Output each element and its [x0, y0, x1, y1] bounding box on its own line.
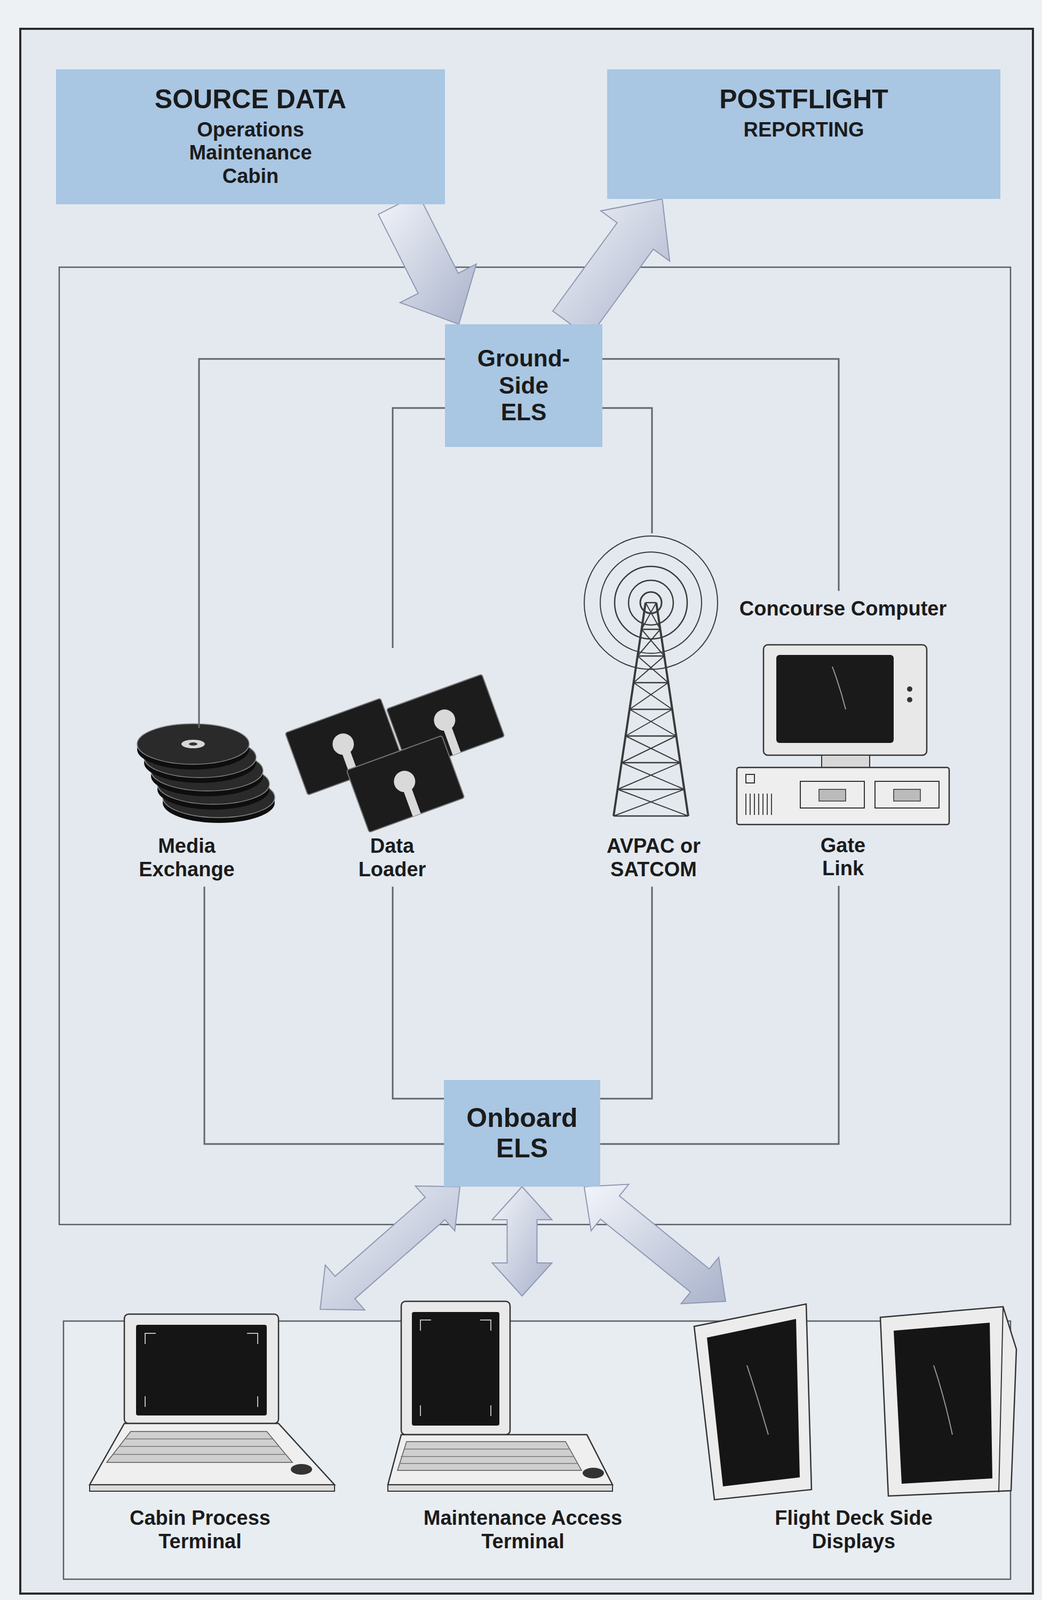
- node-label: Onboard ELS: [466, 1103, 578, 1165]
- floppy-disk-icon: [285, 674, 505, 833]
- flight-display-icon-part: [746, 1365, 769, 1436]
- terminal-node: Cabin Process Terminal: [80, 1309, 321, 1559]
- node-label: Concourse Computer: [714, 597, 972, 622]
- node-label: SOURCE DATA: [154, 84, 347, 116]
- node-label: POSTFLIGHT: [719, 84, 889, 116]
- source-box: SOURCE DATAOperations Maintenance Cabin: [56, 69, 445, 205]
- maintenance-terminal-icon-part: [582, 1468, 604, 1479]
- maintenance-terminal-icon: [387, 1301, 613, 1492]
- terminal-node: Maintenance Access Terminal: [384, 1296, 662, 1559]
- flight-display-icon: [694, 1304, 1017, 1501]
- disc-stack-icon: [137, 724, 275, 824]
- node-label: REPORTING: [743, 118, 865, 142]
- desktop-computer-icon-part: [893, 789, 921, 802]
- block-arrow: [584, 1184, 726, 1305]
- flight-display-icon-part: [893, 1323, 993, 1485]
- disc-stack-icon-part: [181, 740, 205, 749]
- radio-tower-icon-part: [613, 602, 689, 817]
- disc-stack-icon-part: [188, 742, 198, 746]
- connector-line: [600, 886, 839, 1145]
- desktop-computer-icon-part: [832, 666, 846, 710]
- desktop-computer-icon-part: [821, 755, 870, 768]
- node-label: Operations Maintenance Cabin: [188, 118, 312, 189]
- gate-node: Concourse ComputerGate Link: [714, 591, 972, 887]
- maintenance-terminal-icon-part: [387, 1485, 613, 1492]
- maintenance-terminal-icon-part: [411, 1312, 500, 1427]
- flight-display-icon-part: [880, 1307, 1017, 1497]
- maintenance-terminal-icon-part: [399, 1449, 578, 1465]
- laptop-icon-part: [145, 1333, 258, 1408]
- connector-line: [204, 886, 444, 1145]
- node-label: Cabin Process Terminal: [120, 1507, 281, 1554]
- block-arrow: [320, 1186, 460, 1311]
- floppy-disk-icon-part-part: [400, 780, 421, 817]
- desktop-computer-icon-part: [763, 645, 927, 756]
- page-frame-part: [20, 28, 1033, 1595]
- laptop-icon-part: [106, 1432, 293, 1463]
- connector-line: [199, 359, 445, 729]
- connector-line: [392, 408, 445, 649]
- laptop-icon: [89, 1314, 335, 1492]
- laptop-icon-part: [89, 1485, 335, 1492]
- loader-node: Data Loader: [290, 648, 494, 887]
- floppy-disk-icon-part: [346, 735, 465, 833]
- desktop-computer-icon-part: [800, 781, 865, 809]
- disc-stack-icon-part: [137, 724, 250, 765]
- desktop-computer-icon-part: [907, 686, 913, 692]
- maintenance-terminal-icon-part: [420, 1320, 491, 1417]
- laptop-icon-part: [113, 1439, 286, 1455]
- node-label: Data Loader: [358, 834, 427, 882]
- radio-tower-icon-part: [613, 602, 689, 817]
- block-arrow: [378, 194, 477, 325]
- floppy-disk-icon-part-part: [346, 735, 465, 833]
- report-box: POSTFLIGHTREPORTING: [607, 69, 1001, 200]
- flight-display-icon-part: [706, 1319, 800, 1487]
- block-arrow: [552, 199, 670, 338]
- flight-display-icon-part: [998, 1307, 1004, 1493]
- process-box: Onboard ELS: [443, 1080, 601, 1188]
- connector-line: [602, 408, 652, 534]
- terminal-frame: [63, 1321, 1011, 1580]
- maintenance-terminal-icon-part: [397, 1442, 582, 1471]
- node-label: AVPAC or SATCOM: [592, 834, 715, 882]
- desktop-computer-icon-part: [745, 774, 755, 784]
- maintenance-terminal-icon-part: [387, 1435, 613, 1486]
- node-label: Ground-Side ELS: [477, 345, 571, 427]
- desktop-computer-icon-part: [776, 655, 894, 744]
- page-frame: [20, 28, 1033, 1595]
- desktop-computer-icon-part: [875, 781, 940, 809]
- flight-display-icon-part: [694, 1304, 812, 1501]
- laptop-icon-part: [124, 1314, 279, 1425]
- media-node: Media Exchange: [106, 728, 267, 887]
- desktop-computer-icon: [736, 645, 950, 825]
- display-node: Flight Deck Side Displays: [688, 1301, 1020, 1559]
- node-label: Maintenance Access Terminal: [416, 1507, 630, 1554]
- node-label: Gate Link: [820, 834, 866, 881]
- connector-line: [600, 886, 652, 1100]
- desktop-computer-icon-part: [745, 793, 772, 816]
- system-frame: [59, 267, 1011, 1226]
- laptop-icon-part: [89, 1424, 335, 1486]
- desktop-computer-icon-part: [818, 789, 846, 802]
- radio-tower-icon: [584, 536, 718, 817]
- laptop-icon-part: [136, 1325, 267, 1417]
- maintenance-terminal-icon-part: [401, 1301, 511, 1436]
- flight-display-icon-part: [933, 1365, 953, 1436]
- node-label: Flight Deck Side Displays: [765, 1507, 942, 1554]
- system-frame-part: [59, 267, 1011, 1226]
- terminal-frame-part: [63, 1321, 1011, 1580]
- block-arrow: [492, 1187, 553, 1297]
- connector-line: [602, 359, 839, 592]
- process-box: Ground-Side ELS: [444, 324, 603, 448]
- desktop-computer-icon-part: [907, 697, 913, 703]
- radio-node: AVPAC or SATCOM: [576, 533, 731, 887]
- desktop-computer-icon-part: [736, 767, 950, 825]
- laptop-icon-part: [290, 1464, 313, 1476]
- radio-tower-icon-part: [613, 602, 689, 817]
- node-label: Media Exchange: [138, 834, 235, 882]
- connector-line: [392, 886, 444, 1100]
